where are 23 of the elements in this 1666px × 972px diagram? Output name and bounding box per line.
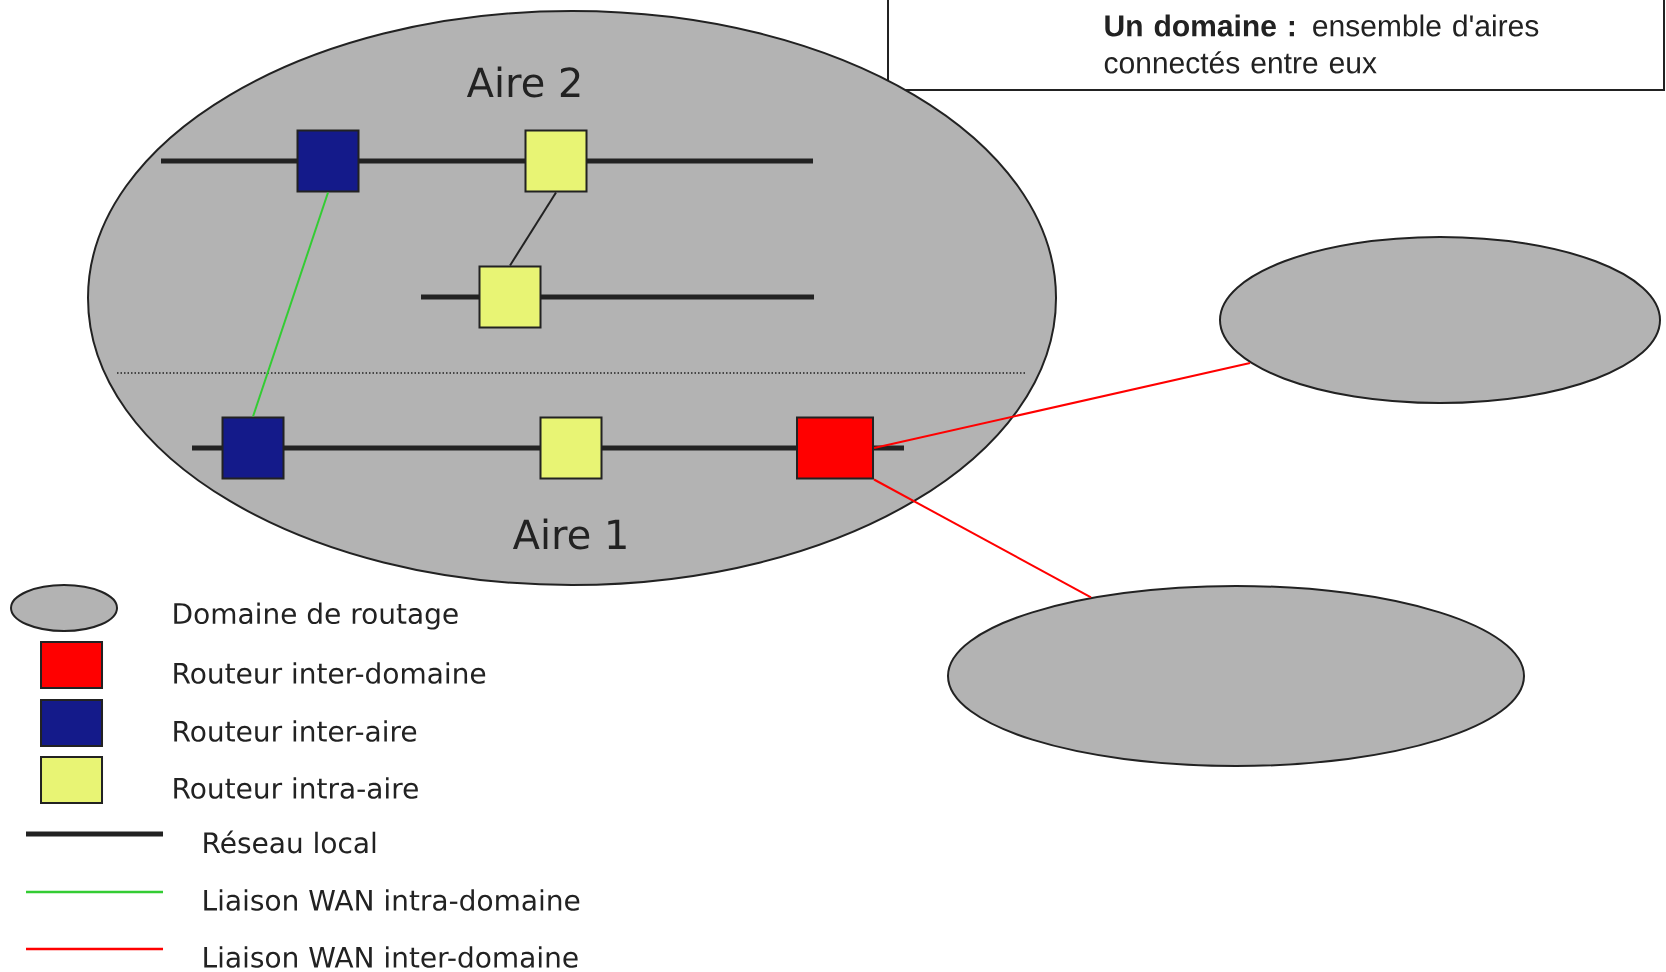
info-box: Un domaine : ensemble d'aires connectés entre eux [887,0,1665,91]
intra-area-router [478,265,542,329]
legend-label: Liaison WAN inter-domaine [204,946,578,968]
inter-area-router [221,416,285,480]
legend-label: Routeur intra-aire [174,777,418,799]
area-label: Aire 1 [512,518,626,550]
wan-link [873,361,1252,449]
legend-label: Routeur inter-aire [174,720,417,742]
area-label: Aire 2 [466,66,580,98]
domain-ellipse [87,10,1057,586]
domain-ellipse [1219,236,1661,404]
legend-label: Liaison WAN intra-domaine [204,889,580,911]
legend-label: Domaine de routage [174,602,458,630]
domain-ellipse [947,585,1525,767]
inter-area-router [296,129,360,193]
wan-link [509,191,557,267]
wan-link [252,191,329,418]
intra-area-router [524,129,588,193]
wan-link [873,478,1092,599]
legend-label: Réseau local [204,830,376,854]
intra-area-router [539,416,603,480]
legend-label: Routeur inter-domaine [174,662,486,684]
inter-domain-router [796,416,874,480]
